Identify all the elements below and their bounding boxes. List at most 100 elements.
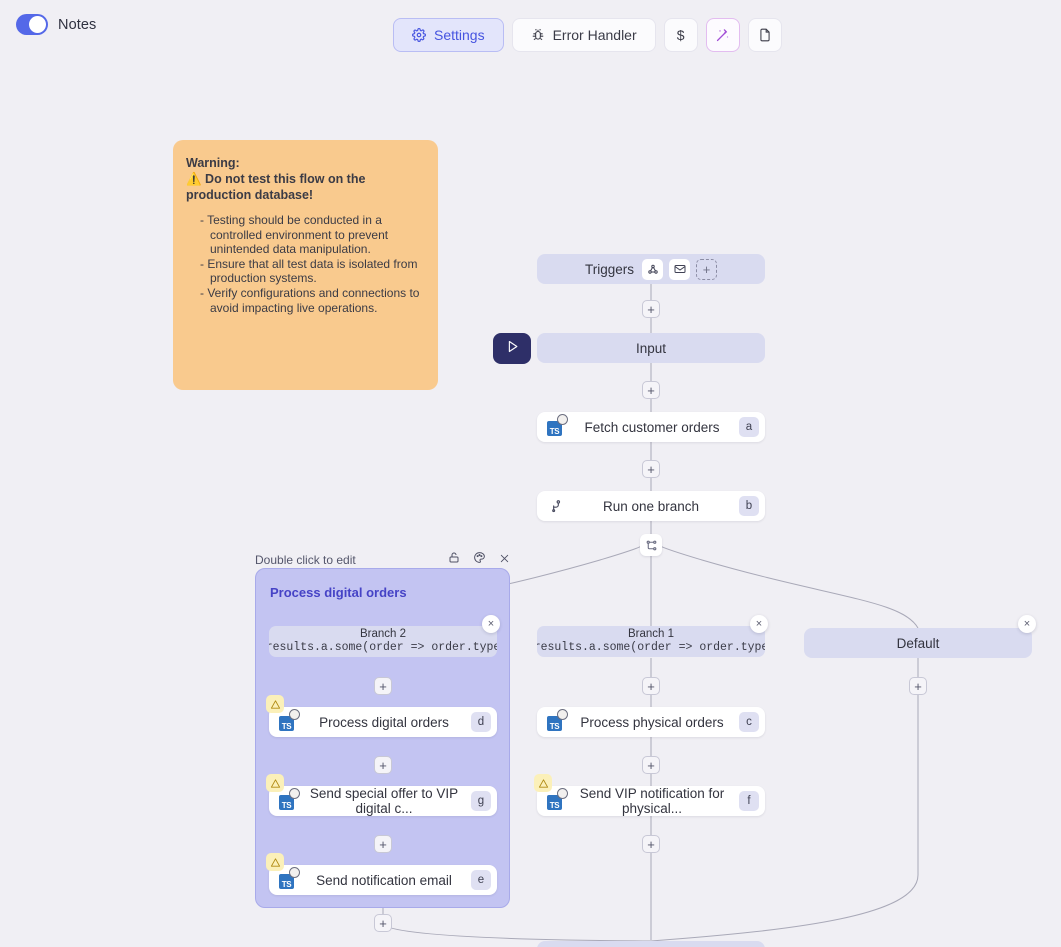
warning-icon[interactable] <box>266 853 284 871</box>
typescript-icon: TS <box>547 788 568 810</box>
group-title: Process digital orders <box>270 585 407 600</box>
palette-icon[interactable] <box>473 551 486 569</box>
node-label: Send notification email <box>316 872 452 888</box>
merge-node[interactable] <box>537 941 765 947</box>
list-item: - Verify configurations and connections … <box>200 285 420 315</box>
remove-branch-button[interactable]: × <box>1018 615 1036 633</box>
notes-toggle-group: Notes <box>16 14 96 35</box>
unlock-icon[interactable] <box>448 551 460 569</box>
typescript-icon: TS <box>547 709 568 731</box>
warning-icon[interactable] <box>266 774 284 792</box>
toolbar-buttons: Settings Error Handler $ <box>393 18 782 52</box>
branch-expression: results.a.some(order => order.type <box>269 641 497 654</box>
group-header-icons <box>448 551 510 569</box>
add-step-button[interactable]: + <box>642 756 660 774</box>
add-step-button[interactable]: + <box>642 677 660 695</box>
trigger-icons: + <box>642 258 717 280</box>
note-title: Warning: <box>186 156 240 170</box>
bug-icon <box>531 28 545 42</box>
magic-wand-icon <box>715 28 730 43</box>
branch-expression: results.a.some(order => order.type <box>537 641 765 654</box>
list-item: - Ensure that all test data is isolated … <box>200 256 418 286</box>
node-label: Fetch customer orders <box>584 419 720 435</box>
node-process-digital-orders[interactable]: TS Process digital orders d <box>269 707 497 737</box>
play-icon <box>505 339 520 359</box>
add-step-button[interactable]: + <box>642 460 660 478</box>
node-badge: a <box>739 417 759 437</box>
error-handler-button-label: Error Handler <box>552 27 637 43</box>
toggle-knob <box>29 16 46 33</box>
settings-button-label: Settings <box>434 27 485 43</box>
file-icon <box>758 27 772 43</box>
add-step-button[interactable]: + <box>374 756 392 774</box>
add-step-button[interactable]: + <box>642 381 660 399</box>
node-badge: g <box>471 791 491 811</box>
magic-button[interactable] <box>705 18 740 52</box>
cost-button[interactable]: $ <box>663 18 698 52</box>
add-step-button[interactable]: + <box>374 914 392 932</box>
remove-branch-button[interactable]: × <box>750 615 768 633</box>
branch-icon <box>549 499 563 513</box>
node-send-vip-notification[interactable]: TS Send VIP notification for physical...… <box>537 786 765 816</box>
settings-button[interactable]: Settings <box>393 18 504 52</box>
dollar-icon: $ <box>676 27 685 43</box>
node-run-one-branch[interactable]: Run one branch b <box>537 491 765 521</box>
typescript-icon: TS <box>279 788 300 810</box>
branch-name: Branch 2 <box>359 628 407 640</box>
add-step-button[interactable]: + <box>909 677 927 695</box>
branch-split-icon[interactable] <box>640 534 662 556</box>
typescript-icon: TS <box>279 867 300 889</box>
note-bullet-list: - Testing should be conducted in a contr… <box>200 213 424 315</box>
node-send-special-offer[interactable]: TS Send special offer to VIP digital c..… <box>269 786 497 816</box>
error-handler-button[interactable]: Error Handler <box>511 18 656 52</box>
input-label: Input <box>635 340 667 356</box>
branch-condition-1[interactable]: Branch 1 results.a.some(order => order.t… <box>537 626 765 657</box>
add-step-button[interactable]: + <box>642 300 660 318</box>
triggers-node[interactable]: Triggers + <box>537 254 765 284</box>
group-hint-label: Double click to edit <box>255 553 356 567</box>
branch-name: Branch 1 <box>627 628 675 640</box>
group-close-icon[interactable] <box>499 551 510 569</box>
branch-default[interactable]: Default <box>804 628 1032 658</box>
list-item: - Testing should be conducted in a contr… <box>200 213 389 257</box>
group-container[interactable] <box>255 568 510 908</box>
gear-icon <box>412 28 426 42</box>
node-label: Send special offer to VIP digital c... <box>309 786 459 816</box>
webhook-icon[interactable] <box>642 258 663 280</box>
notes-toggle[interactable] <box>16 14 48 35</box>
node-process-physical-orders[interactable]: TS Process physical orders c <box>537 707 765 737</box>
branch-name: Default <box>896 635 940 651</box>
top-toolbar: Notes Settings Erro <box>0 0 1061 62</box>
remove-branch-button[interactable]: × <box>482 615 500 633</box>
add-step-button[interactable]: + <box>374 677 392 695</box>
input-node[interactable]: Input <box>537 333 765 363</box>
warning-icon[interactable] <box>266 695 284 713</box>
run-flow-button[interactable] <box>493 333 531 364</box>
triggers-label: Triggers <box>584 261 634 277</box>
node-label: Run one branch <box>602 498 700 514</box>
node-badge: d <box>471 712 491 732</box>
notes-label: Notes <box>58 16 97 33</box>
typescript-icon: TS <box>279 709 300 731</box>
note-headline: ⚠️ Do not test this flow on the producti… <box>186 172 366 202</box>
node-label: Process digital orders <box>319 714 449 730</box>
node-send-notification-email[interactable]: TS Send notification email e <box>269 865 497 895</box>
document-button[interactable] <box>747 18 782 52</box>
add-trigger-button[interactable]: + <box>696 258 717 280</box>
node-badge: b <box>739 496 759 516</box>
typescript-icon: TS <box>547 414 568 436</box>
node-label: Send VIP notification for physical... <box>579 786 725 816</box>
warning-note[interactable]: Warning: ⚠️ Do not test this flow on the… <box>173 140 438 390</box>
node-badge: c <box>739 712 759 732</box>
warning-icon[interactable] <box>534 774 552 792</box>
group-header: Double click to edit <box>255 551 510 569</box>
add-step-button[interactable]: + <box>374 835 392 853</box>
branch-condition-2[interactable]: Branch 2 results.a.some(order => order.t… <box>269 626 497 657</box>
node-label: Process physical orders <box>580 714 724 730</box>
add-step-button[interactable]: + <box>642 835 660 853</box>
node-fetch-customer-orders[interactable]: TS Fetch customer orders a <box>537 412 765 442</box>
envelope-icon[interactable] <box>669 258 690 280</box>
